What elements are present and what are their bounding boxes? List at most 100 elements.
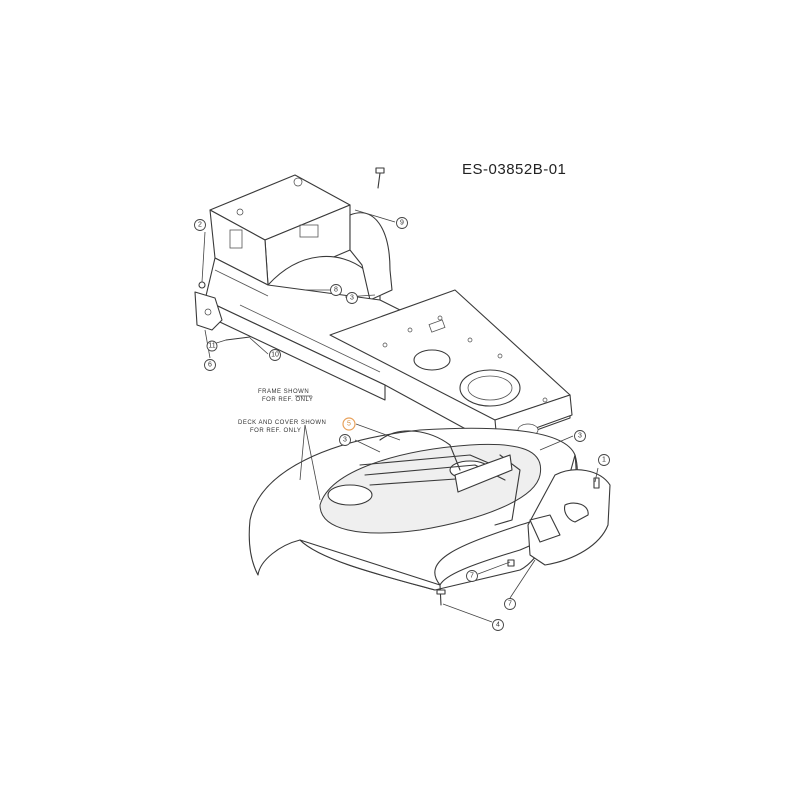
frame-hole	[437, 315, 443, 321]
callout-label: 2	[198, 222, 202, 229]
callout-3b[interactable]: 3	[339, 434, 351, 446]
bolt-side	[225, 336, 251, 341]
leader-7a	[477, 561, 511, 575]
callout-circle	[598, 454, 610, 466]
note-deck-line1: DECK AND COVER SHOWN	[238, 420, 326, 426]
callout-label: 3	[343, 437, 347, 444]
leader-deck-note-b	[304, 424, 321, 501]
chute-block	[529, 514, 561, 543]
frame-slot	[428, 319, 446, 333]
callout-7b[interactable]: 7	[504, 598, 516, 610]
note-frame-line2: FOR REF. ONLY	[262, 397, 313, 403]
deck-skirt	[299, 454, 577, 591]
callout-circle	[269, 349, 281, 361]
callout-label: 7	[470, 573, 474, 580]
callout-circle	[346, 292, 358, 304]
leader-2	[201, 231, 206, 283]
callout-circle	[466, 570, 478, 582]
frame-side-plate-right	[349, 212, 393, 301]
small-nut	[507, 559, 515, 567]
frame-hole	[542, 397, 548, 403]
leader-deck-note-a	[299, 424, 306, 481]
callout-circle	[504, 598, 516, 610]
bolt-shank	[377, 172, 381, 189]
chute-cover	[527, 469, 611, 566]
frame-hole	[497, 353, 503, 359]
bolt-deck-head	[436, 589, 446, 595]
frame-hole	[467, 337, 473, 343]
chute-slot	[564, 502, 589, 523]
callout-label: 3	[578, 433, 582, 440]
leader-lines	[201, 209, 599, 623]
callout-8[interactable]: 8	[330, 284, 342, 296]
callout-label: 10	[271, 352, 279, 359]
leader-4	[442, 603, 493, 623]
callout-circle	[574, 430, 586, 442]
frame-round-opening-inner	[467, 375, 513, 401]
callout-4[interactable]: 4	[492, 619, 504, 631]
callout-6[interactable]: 6	[204, 359, 216, 371]
callout-9[interactable]: 9	[396, 217, 408, 229]
leader-1	[594, 467, 599, 483]
callout-11[interactable]: 11	[206, 340, 218, 352]
frame-slot	[229, 229, 243, 249]
callout-1[interactable]: 1	[598, 454, 610, 466]
frame-hole	[293, 177, 303, 187]
deck-link-rod	[369, 477, 471, 486]
leader-7b	[509, 559, 536, 599]
callout-label: 7	[508, 601, 512, 608]
callout-2[interactable]: 2	[194, 219, 206, 231]
leader-5	[355, 423, 401, 441]
callout-5[interactable]: 5	[342, 417, 356, 431]
frame-hole	[382, 342, 388, 348]
callout-circle-highlighted	[342, 417, 356, 431]
callout-3c[interactable]: 3	[574, 430, 586, 442]
callout-label: 6	[208, 362, 212, 369]
callout-label: 5	[347, 421, 351, 428]
frame-rail-edge	[239, 304, 381, 373]
callout-label: 8	[334, 287, 338, 294]
callout-circle	[339, 434, 351, 446]
frame-assembly	[204, 174, 573, 446]
frame-round-opening	[459, 369, 521, 407]
callout-7a[interactable]: 7	[466, 570, 478, 582]
bolt-top	[375, 167, 385, 189]
callout-circle	[330, 284, 342, 296]
frame-rail-edge	[214, 269, 269, 297]
callout-circle	[206, 340, 218, 352]
callout-label: 9	[400, 220, 404, 227]
deck-assembly	[248, 427, 578, 591]
callout-10[interactable]: 10	[269, 349, 281, 361]
drawing-code: ES-03852B-01	[462, 161, 566, 178]
callout-label: 1	[602, 457, 606, 464]
callout-circle	[194, 219, 206, 231]
frame-opening-small	[413, 349, 451, 371]
note-deck-line2: FOR REF. ONLY	[250, 428, 301, 434]
callout-3[interactable]: 3	[346, 292, 358, 304]
bracket-hole	[204, 308, 212, 316]
bolt-deck	[439, 584, 442, 606]
deck-spindle-left	[327, 484, 373, 506]
leader-3b	[354, 439, 381, 453]
frame-hole	[236, 208, 244, 216]
callout-circle	[204, 359, 216, 371]
leader-3c	[539, 435, 574, 451]
frame-slot	[299, 224, 319, 238]
bolt-head	[375, 167, 385, 174]
callout-circle	[396, 217, 408, 229]
deck-hanger	[379, 430, 461, 471]
note-frame: FRAME SHOWN FOR REF. ONLY	[258, 389, 313, 403]
chute-bolt	[593, 477, 600, 489]
leader-9	[354, 209, 396, 223]
leader-10	[249, 337, 269, 355]
callout-label: 3	[350, 295, 354, 302]
note-frame-line1: FRAME SHOWN	[258, 389, 309, 395]
deck-front-bracket	[454, 454, 513, 493]
nut	[198, 281, 206, 289]
callout-label: 11	[208, 343, 215, 350]
callout-circle	[492, 619, 504, 631]
callout-label: 4	[496, 622, 500, 629]
frame-hole	[407, 327, 413, 333]
note-deck: DECK AND COVER SHOWN FOR REF. ONLY	[238, 420, 326, 434]
